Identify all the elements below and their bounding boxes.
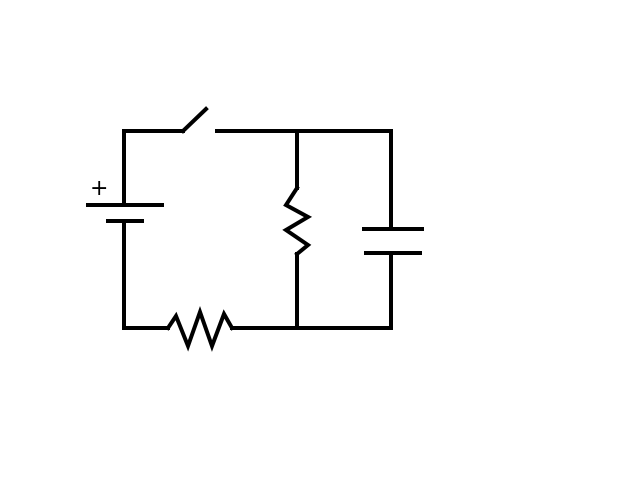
battery-plus-label: + <box>90 176 108 201</box>
wire-top-left <box>122 129 185 207</box>
switch-blade <box>180 106 209 134</box>
resistor-middle <box>282 185 313 257</box>
wire-left-bottom <box>122 219 170 330</box>
resistor-bottom <box>165 305 235 352</box>
wire-bottom <box>230 251 393 330</box>
wire-top-right <box>215 129 393 231</box>
